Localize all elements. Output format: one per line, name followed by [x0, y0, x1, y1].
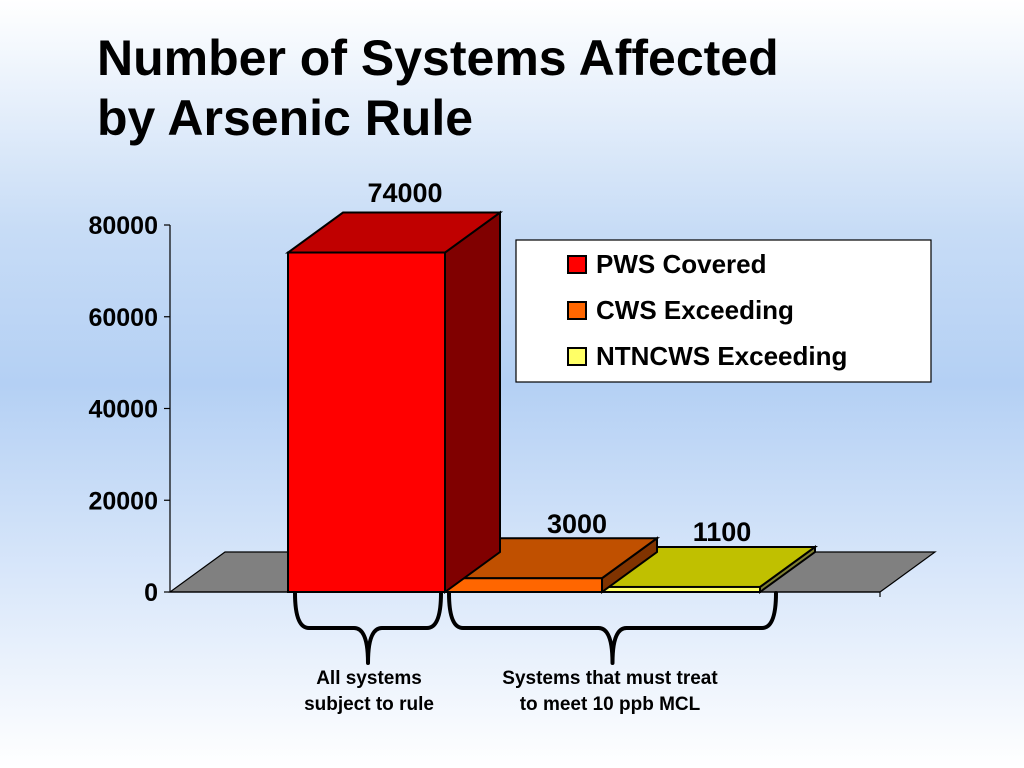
title-line-1: Number of Systems Affected — [97, 30, 779, 86]
page-title: Number of Systems Affected by Arsenic Ru… — [97, 28, 977, 148]
data-label: 3000 — [547, 509, 607, 539]
brace-right-label-line: Systems that must treat — [502, 668, 718, 689]
title-line-2: by Arsenic Rule — [97, 90, 474, 146]
bar-pws-covered — [284, 210, 504, 594]
y-tick-label: 60000 — [88, 304, 158, 332]
legend-label: NTNCWS Exceeding — [596, 341, 847, 371]
bar-front-face — [444, 577, 603, 593]
y-tick-label: 40000 — [88, 396, 158, 424]
brace-left-label: All systems subject to rule — [304, 668, 434, 715]
brace-right-label: Systems that must treat to meet 10 ppb MC… — [502, 668, 718, 715]
bar-side-face — [444, 210, 501, 594]
brace-left-label-line: subject to rule — [304, 694, 434, 715]
data-label: 74000 — [367, 178, 442, 208]
legend-label: PWS Covered — [596, 249, 767, 279]
legend-item: CWS Exceeding — [567, 295, 794, 325]
y-tick-label: 0 — [144, 579, 158, 607]
brace-right-label-line: to meet 10 ppb MCL — [520, 694, 701, 715]
legend-item: NTNCWS Exceeding — [567, 341, 847, 371]
legend-swatch — [567, 301, 587, 320]
bar-front-face — [602, 585, 761, 593]
data-label: 1100 — [693, 517, 752, 547]
bar-front-face — [287, 251, 446, 593]
brace-left — [293, 591, 443, 665]
legend-item: PWS Covered — [567, 249, 767, 279]
y-tick-label: 20000 — [88, 487, 158, 515]
brace-right — [447, 591, 778, 665]
legend-swatch — [567, 347, 587, 366]
brace-left-label-line: All systems — [316, 668, 422, 689]
y-tick-label: 80000 — [88, 212, 158, 240]
legend-label: CWS Exceeding — [596, 295, 794, 325]
legend-swatch — [567, 255, 587, 274]
